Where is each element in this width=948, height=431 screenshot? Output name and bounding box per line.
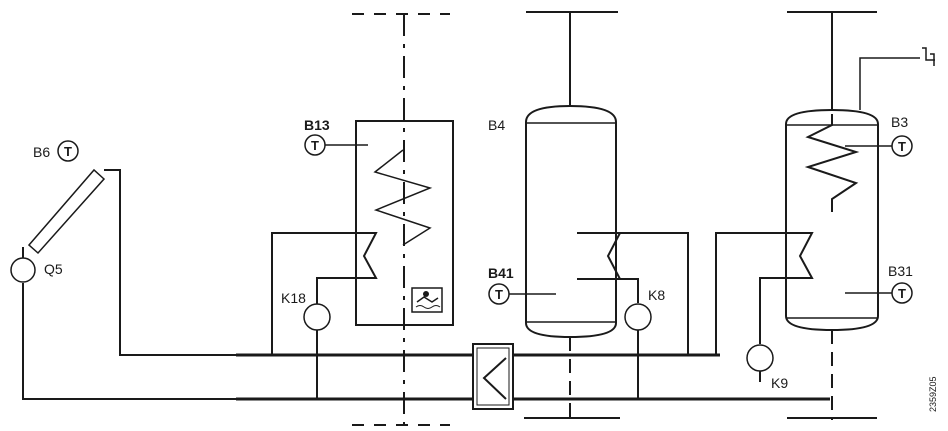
label-b31: B31: [888, 263, 913, 279]
pool-tank: [355, 120, 454, 326]
pool-coil: [373, 149, 433, 246]
tap-icon: [922, 47, 935, 66]
svg-text:T: T: [495, 287, 503, 302]
tank-b3-coil: [804, 114, 860, 212]
label-b4: B4: [488, 117, 505, 133]
svg-text:T: T: [898, 139, 906, 154]
sensor-b6: T: [57, 140, 79, 162]
drawing-code: 2359Z05: [928, 376, 938, 412]
sensor-b31: T: [845, 282, 913, 304]
svg-text:T: T: [898, 286, 906, 301]
plate-heat-exchanger: [472, 343, 514, 410]
tank-b3-heat-exchanger: [768, 232, 814, 279]
tank-b3: [785, 108, 879, 332]
label-b3: B3: [891, 114, 908, 130]
label-k18: K18: [281, 290, 306, 306]
pump-q5: [10, 257, 36, 283]
sensor-b3: T: [845, 135, 913, 157]
pipe-network: [22, 169, 830, 401]
label-k8: K8: [648, 287, 665, 303]
pool-axis: [352, 13, 450, 426]
tank-b3-axis: [787, 11, 877, 420]
label-b6: B6: [33, 144, 50, 160]
pool-icon: [411, 287, 443, 313]
tank-b4: [525, 104, 617, 339]
label-b13: B13: [304, 117, 330, 133]
svg-text:T: T: [64, 144, 72, 159]
svg-text:T: T: [311, 138, 319, 153]
tank-b4-heat-exchanger: [577, 232, 622, 280]
pump-k9: [746, 344, 774, 372]
tank-b4-axis: [524, 11, 620, 420]
pump-k8: [624, 303, 652, 331]
label-k9: K9: [771, 375, 788, 391]
dhw-outlet: [859, 57, 920, 110]
solar-collector: [27, 168, 106, 255]
label-b41: B41: [488, 265, 514, 281]
sensor-b13: T: [304, 134, 368, 156]
label-q5: Q5: [44, 261, 63, 277]
pool-heat-exchanger: [340, 232, 378, 279]
sensor-b41: T: [488, 283, 556, 305]
pump-k18: [303, 303, 331, 331]
